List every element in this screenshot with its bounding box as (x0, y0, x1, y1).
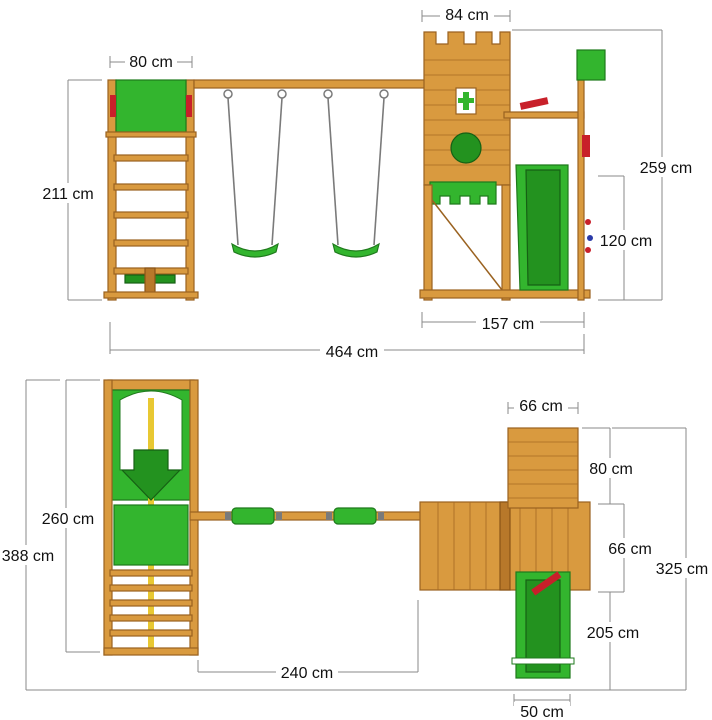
tower-crenellation-panel (429, 181, 497, 205)
tower-porthole (450, 132, 482, 164)
label-swing-beam-length: 240 cm (281, 665, 333, 682)
top-slide-cover (113, 504, 189, 566)
swing-seat-left (231, 242, 279, 258)
top-canopy (507, 427, 579, 509)
top-swing-seat-left (231, 507, 275, 525)
ladder-section (103, 79, 199, 301)
label-total-height: 259 cm (640, 160, 692, 177)
swing-right (323, 89, 389, 258)
side-view: 80 cm 84 cm 211 cm 259 cm 120 cm 157 cm … (40, 5, 696, 361)
label-ladder-width: 80 cm (129, 54, 173, 71)
label-total-width: 325 cm (656, 561, 708, 578)
telescope (519, 97, 549, 110)
swing-beam (193, 79, 427, 89)
seesaw-arrow (120, 449, 182, 501)
top-ladder-rungs (109, 569, 193, 637)
label-tower-length: 260 cm (42, 511, 94, 528)
label-total-depth: 388 cm (2, 548, 54, 565)
top-tower (419, 427, 591, 679)
top-view: 66 cm 80 cm 260 cm 388 cm 66 cm 325 cm 2… (0, 379, 712, 720)
label-tower-width: 84 cm (445, 7, 489, 24)
tower (419, 31, 591, 301)
canopy-frame-top (103, 379, 199, 656)
label-slide-width: 50 cm (520, 704, 564, 720)
ladder-rungs (113, 154, 189, 275)
label-platform-depth: 66 cm (608, 541, 652, 558)
top-swing-beam (189, 511, 423, 521)
swing-seat-right (332, 242, 380, 258)
ladder-top-panel (115, 79, 187, 133)
label-ladder-height: 211 cm (42, 186, 93, 203)
top-swing-seat-right (333, 507, 377, 525)
slide-platform (503, 49, 606, 301)
label-slide-length: 205 cm (587, 625, 639, 642)
flag (576, 49, 606, 81)
label-canopy-width: 66 cm (519, 398, 563, 415)
label-slide-platform-height: 120 cm (600, 233, 652, 250)
label-tower-depth: 157 cm (482, 316, 534, 333)
label-total-length: 464 cm (326, 344, 378, 361)
swing-left (223, 89, 287, 258)
label-canopy-depth: 80 cm (589, 461, 633, 478)
